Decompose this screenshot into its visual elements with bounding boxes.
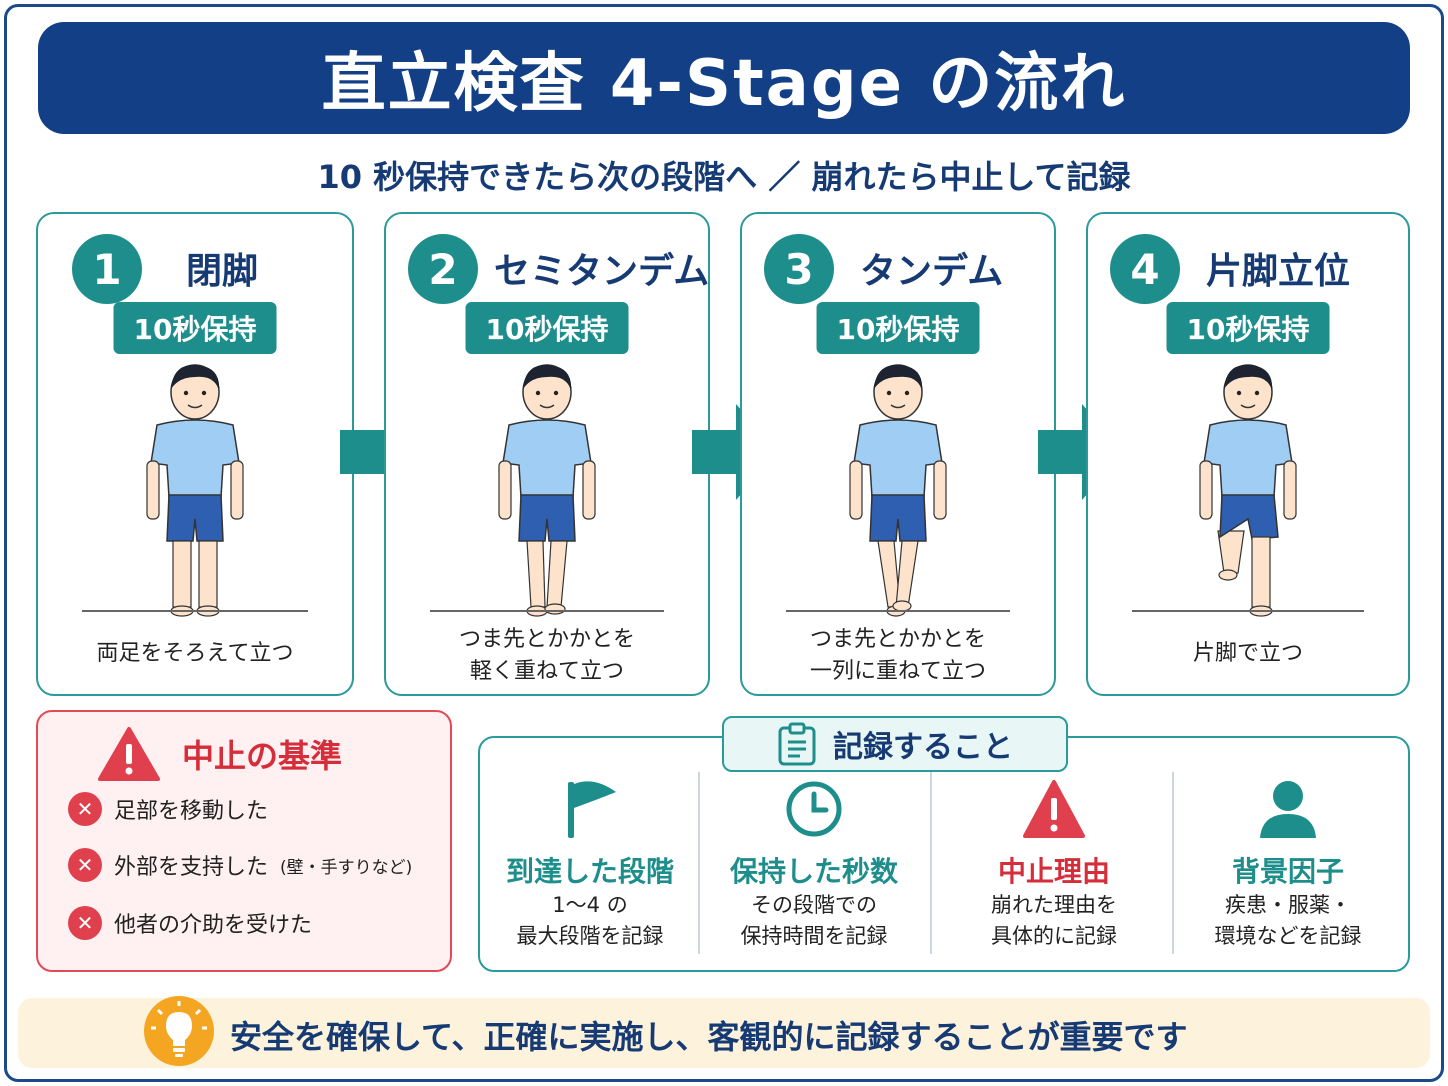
- tandem-stance-figure: [849, 364, 947, 617]
- record-header-tag: 記録すること: [722, 716, 1068, 772]
- stage-description: 片脚で立つ: [1088, 624, 1408, 670]
- record-title: 記録すること: [833, 730, 1013, 765]
- stop-criterion-item: ✕ 他者の介助を受けた: [68, 906, 312, 940]
- stage-number: 2: [408, 234, 478, 304]
- stop-criterion-item: ✕ 足部を移動した: [68, 792, 268, 826]
- text-line-2: 具体的に記録: [991, 924, 1117, 948]
- record-item-text: 1～4 の 最大段階を記録: [474, 890, 706, 952]
- stop-criteria-header: 中止の基準: [98, 726, 342, 782]
- title-banner: 直立検査 4-Stage の流れ: [38, 22, 1410, 134]
- stage-description: つま先とかかとを 軽く重ねて立つ: [386, 624, 708, 688]
- text-line-1: 1～4 の: [552, 893, 628, 917]
- description-line-1: 片脚で立つ: [1192, 641, 1303, 666]
- stage-number: 1: [72, 234, 142, 304]
- hold-badge: 10秒保持: [1166, 302, 1330, 354]
- stage-card-4: 4 片脚立位 10秒保持 片脚で立つ: [1086, 212, 1410, 696]
- semi-tandem-stance-figure: [498, 364, 596, 617]
- text-line-1: 疾患・服薬・: [1225, 893, 1351, 917]
- record-item-label: 到達した段階: [505, 855, 674, 888]
- text-line-2: 保持時間を記録: [740, 924, 888, 948]
- floor-line: [1132, 610, 1364, 612]
- stage-name: セミタンデム: [494, 251, 710, 292]
- floor-line: [786, 610, 1010, 612]
- flag-icon: [568, 781, 616, 838]
- stop-criterion-item: ✕ 外部を支持した (壁・手すりなど): [68, 848, 412, 882]
- person-icon: [1260, 781, 1316, 838]
- x-mark-icon: ✕: [68, 792, 102, 826]
- x-mark-icon: ✕: [68, 848, 102, 882]
- record-item-label: 背景因子: [1231, 855, 1344, 888]
- standing-feet-together-figure: [146, 364, 244, 617]
- text-line-1: 崩れた理由を: [991, 893, 1117, 917]
- record-item-reason: 中止理由 崩れた理由を 具体的に記録: [938, 778, 1170, 958]
- page-title: 直立検査 4-Stage の流れ: [321, 47, 1127, 121]
- stage-number: 3: [764, 234, 834, 304]
- warning-icon: [1023, 780, 1085, 838]
- stage-name: 片脚立位: [1206, 251, 1351, 292]
- record-item-stage: 到達した段階 1～4 の 最大段階を記録: [474, 778, 706, 958]
- criterion-note: (壁・手すりなど): [280, 857, 413, 878]
- record-item-text: 疾患・服薬・ 環境などを記録: [1172, 890, 1404, 952]
- outer-frame: [4, 4, 1444, 1082]
- text-line-2: 最大段階を記録: [516, 924, 664, 948]
- subtitle: 10 秒保持できたら次の段階へ ／ 崩れたら中止して記録: [317, 158, 1131, 196]
- record-item-label: 保持した秒数: [729, 855, 898, 888]
- stage-description: つま先とかかとを 一列に重ねて立つ: [742, 624, 1054, 688]
- stage-name: 閉脚: [186, 251, 259, 292]
- column-divider: [930, 772, 932, 954]
- floor-line: [430, 610, 664, 612]
- footer-message: 安全を確保して、正確に実施し、客観的に記録することが重要です: [230, 1018, 1188, 1056]
- clock-icon: [786, 781, 842, 837]
- description-line-2: 一列に重ねて立つ: [809, 659, 986, 684]
- stage-card-3: 3 タンデム 10秒保持 つま先とかかとを 一列に重ねて立つ: [740, 212, 1056, 696]
- hold-badge: 10秒保持: [113, 302, 277, 354]
- record-item-seconds: 保持した秒数 その段階での 保持時間を記録: [698, 778, 930, 958]
- hold-badge: 10秒保持: [816, 302, 980, 354]
- floor-line: [82, 610, 308, 612]
- text-line-2: 環境などを記録: [1214, 924, 1362, 948]
- record-panel: [478, 736, 1410, 972]
- stage-card-1: 1 閉脚 10秒保持 両足をそろえて立つ: [36, 212, 354, 696]
- stage-description: 両足をそろえて立つ: [38, 624, 352, 670]
- criterion-text: 他者の介助を受けた: [114, 913, 313, 938]
- stage-number: 4: [1110, 234, 1180, 304]
- single-leg-stance-figure: [1199, 364, 1297, 617]
- stage-card-2: 2 セミタンデム 10秒保持 つま先とかかとを 軽く重ねて立つ: [384, 212, 710, 696]
- stop-criteria-panel: 中止の基準 ✕ 足部を移動した ✕ 外部を支持した (壁・手すりなど) ✕ 他者…: [36, 710, 452, 972]
- clipboard-icon: [778, 722, 816, 766]
- description-line-2: 軽く重ねて立つ: [469, 659, 624, 684]
- lightbulb-icon: [144, 996, 214, 1066]
- description-line-1: つま先とかかとを: [458, 627, 635, 652]
- footer-note: 安全を確保して、正確に実施し、客観的に記録することが重要です: [18, 996, 1430, 1068]
- stage-name: タンデム: [860, 251, 1004, 292]
- hold-badge: 10秒保持: [465, 302, 629, 354]
- column-divider: [1172, 772, 1174, 954]
- record-item-label: 中止理由: [997, 855, 1110, 888]
- warning-icon: [98, 727, 160, 781]
- description-line-1: つま先とかかとを: [809, 627, 986, 652]
- stop-criteria-title: 中止の基準: [182, 737, 343, 775]
- description-line-1: 両足をそろえて立つ: [96, 641, 294, 666]
- x-mark-icon: ✕: [68, 906, 102, 940]
- record-item-background: 背景因子 疾患・服薬・ 環境などを記録: [1172, 778, 1404, 958]
- record-item-text: その段階での 保持時間を記録: [698, 890, 930, 952]
- criterion-text: 外部を支持した: [114, 855, 269, 880]
- text-line-1: その段階での: [751, 893, 877, 917]
- record-item-text: 崩れた理由を 具体的に記録: [938, 890, 1170, 952]
- criterion-text: 足部を移動した: [114, 799, 269, 824]
- column-divider: [698, 772, 700, 954]
